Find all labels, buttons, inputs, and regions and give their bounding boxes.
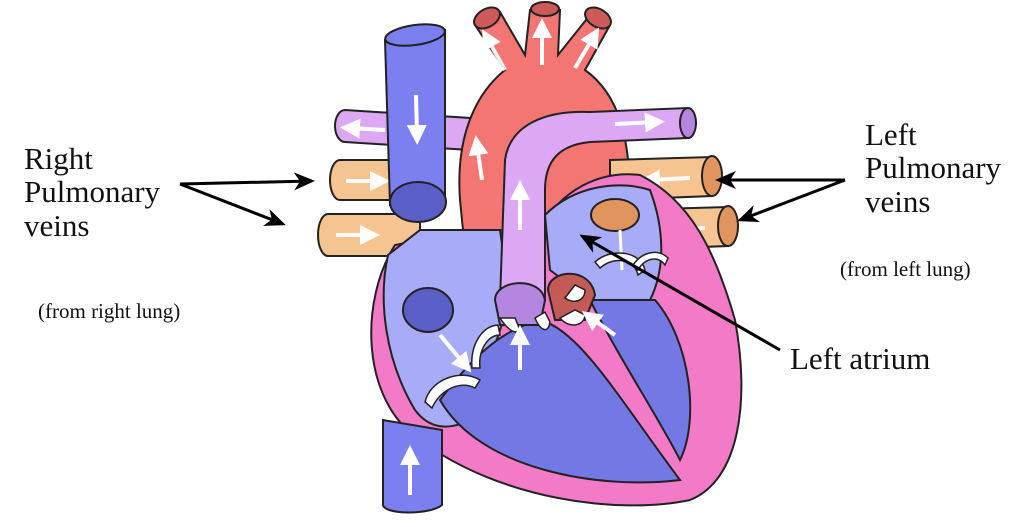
label-left-pulmonary: Left Pulmonary veins xyxy=(865,117,1002,219)
superior-vena-cava xyxy=(383,23,447,223)
inferior-vena-cava xyxy=(382,418,443,514)
right-lung-note: (from right lung) xyxy=(38,299,181,323)
label-arrows xyxy=(179,171,846,352)
label-right-pulmonary: Right Pulmonary veins xyxy=(24,141,161,243)
coronary-opening xyxy=(402,287,454,333)
left-lung-note: (from left lung) xyxy=(840,257,971,281)
label-left-atrium: Left atrium xyxy=(790,341,931,376)
pulmonary-trunk xyxy=(493,106,697,326)
right-label-line1: Right xyxy=(24,141,93,176)
right-label-line2: Pulmonary xyxy=(24,174,161,210)
left-label-line1: Left xyxy=(865,117,917,152)
left-label-line3: veins xyxy=(865,183,931,219)
heart-valves xyxy=(424,251,669,410)
left-label-line2: Pulmonary xyxy=(865,150,1002,186)
right-label-line3: veins xyxy=(24,207,90,243)
flow-arrows xyxy=(438,311,617,373)
